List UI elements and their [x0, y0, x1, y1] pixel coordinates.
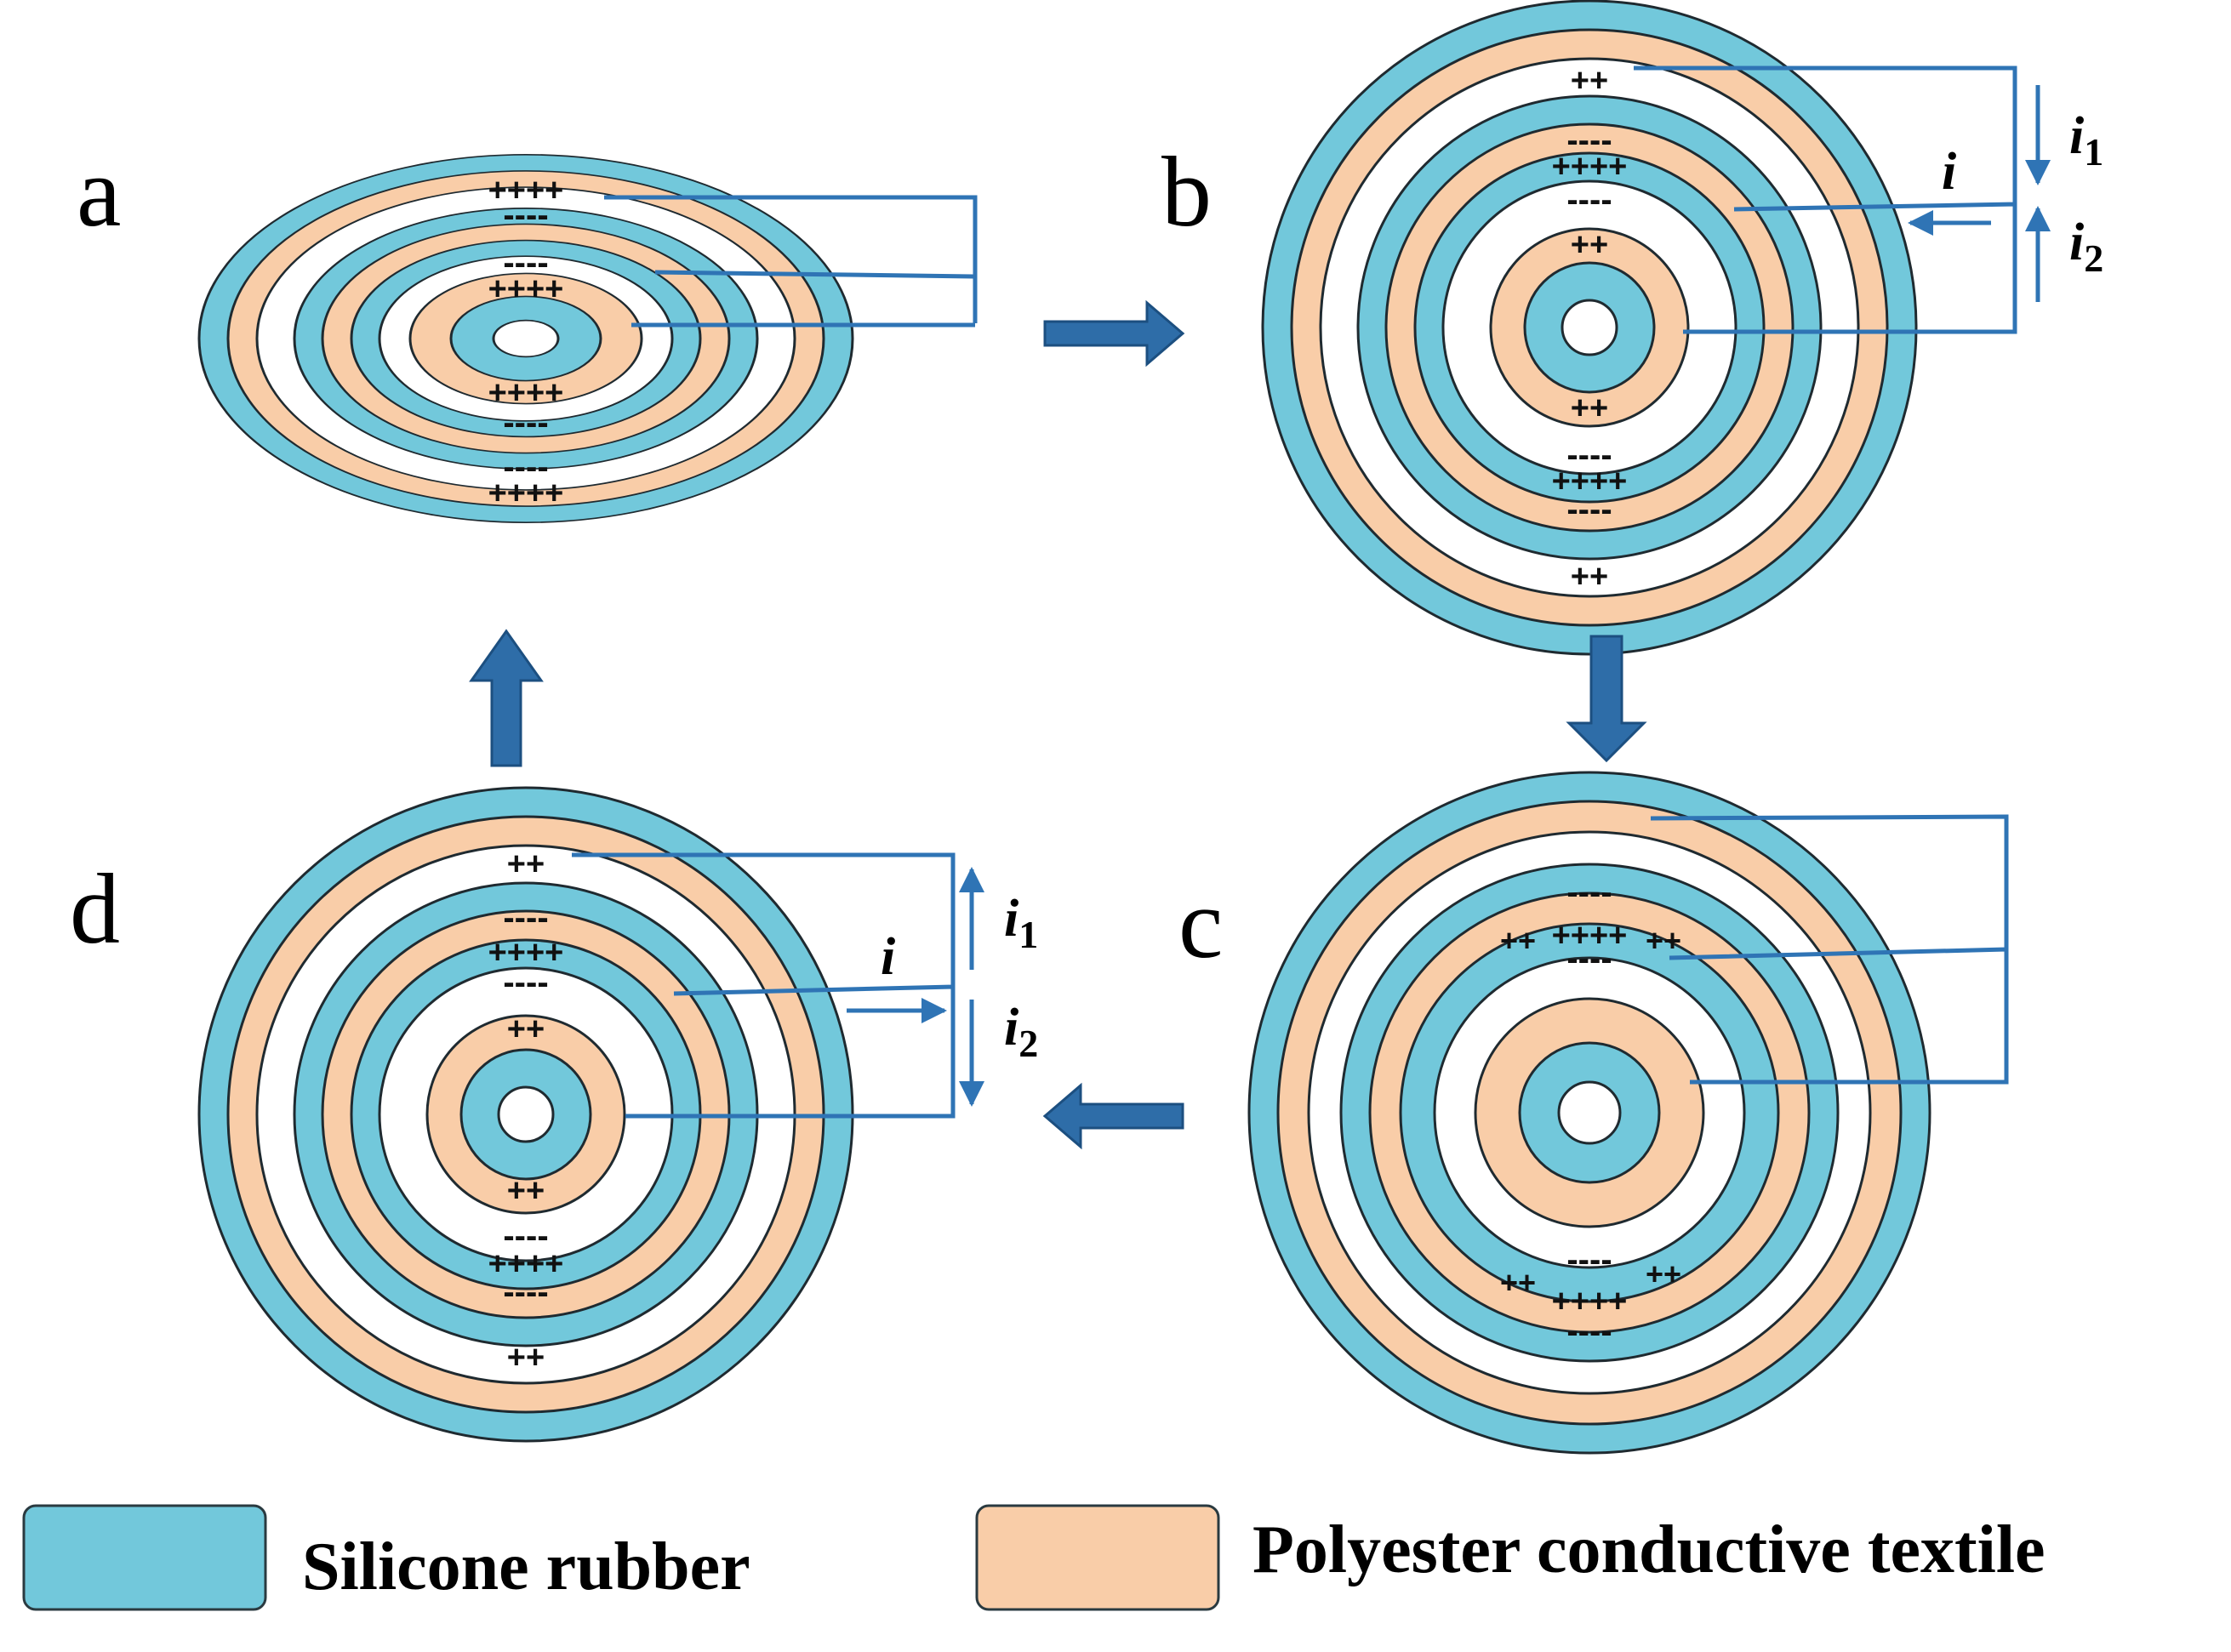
panel-b-current-i: i [1942, 143, 1956, 201]
charge-label: ++++ [1552, 464, 1628, 499]
panel-d-current-i2: i2 [1004, 999, 1038, 1065]
charge-label: ---- [503, 244, 548, 282]
charge-label: ++ [507, 1173, 545, 1209]
charge-label: ++ [1500, 1265, 1536, 1300]
panel-c-wires [1650, 814, 2009, 1085]
charge-label: ++ [1571, 390, 1608, 426]
charge-label: ++++ [488, 476, 564, 511]
charge-label: ++++ [488, 935, 564, 971]
panel-a-wires [604, 195, 978, 328]
charge-label: ---- [503, 1273, 548, 1311]
panel-a-rings [197, 153, 854, 524]
legend-silicone-swatch [22, 1504, 267, 1611]
charge-label: ++ [1646, 923, 1681, 958]
charge-label: ++ [1571, 63, 1608, 99]
legend-silicone-label: Silicone rubber [302, 1530, 750, 1604]
arrow-c-to-d [1042, 1082, 1184, 1150]
panel-d: d i i1 i2 ++ ---- ++++ ---- ++ ++ ---- +… [70, 786, 1038, 1443]
arrow-b-to-c [1566, 635, 1647, 763]
panel-b-wires [1634, 66, 2017, 334]
charge-label: ++++ [1552, 149, 1628, 185]
charge-label: ++ [507, 1340, 545, 1376]
charge-label: ---- [1566, 874, 1612, 911]
panel-b-rings [1261, 0, 1918, 656]
arrow-d-to-a [469, 629, 544, 767]
legend: Silicone rubber Polyester conductive tex… [22, 1504, 2046, 1611]
charge-label: ++++ [488, 375, 564, 411]
charge-label: ---- [1566, 1313, 1612, 1350]
panel-b-current-i2: i2 [2069, 214, 2103, 280]
charge-label: ---- [503, 197, 548, 234]
charge-label: ---- [503, 1217, 548, 1255]
legend-textile-swatch [975, 1504, 1220, 1611]
charge-label: ---- [503, 404, 548, 441]
panel-c: c ---- ++++ ++ ++ ---- ---- ++++ ++ ++ -… [1178, 771, 2009, 1455]
charge-label: ++ [1646, 1256, 1681, 1291]
panel-a-label: a [77, 136, 121, 248]
charge-label: ++++ [1552, 1284, 1628, 1319]
arrow-a-to-b [1043, 299, 1185, 367]
legend-textile-label: Polyester conductive textile [1252, 1512, 2046, 1587]
panel-d-wires [572, 852, 956, 1119]
charge-label: ---- [1566, 1241, 1612, 1279]
charge-label: ++ [1571, 227, 1608, 263]
panel-b: b i i1 i2 ++ ---- ++++ ---- ++ ++ ---- +… [1161, 0, 2103, 656]
panel-d-label: d [70, 853, 120, 965]
charge-label: ---- [503, 448, 548, 486]
charge-label: ---- [503, 964, 548, 1001]
charge-label: ---- [1566, 436, 1612, 474]
charge-label: ++ [507, 846, 545, 882]
charge-label: ---- [1566, 122, 1612, 159]
panel-a: a ++++ ---- ---- ++++ ++++ ---- ---- +++… [77, 136, 978, 524]
charge-label: ---- [1566, 491, 1612, 528]
charge-label: ++++ [488, 271, 564, 307]
charge-label: ---- [1566, 940, 1612, 977]
charge-label: ---- [1566, 181, 1612, 219]
charge-label: ++++ [1552, 918, 1628, 954]
panel-b-label: b [1161, 136, 1212, 248]
panel-d-current-i: i [881, 928, 895, 986]
charge-label: ++++ [488, 1246, 564, 1282]
panel-d-rings [197, 786, 854, 1443]
charge-label: ++++ [488, 173, 564, 208]
panel-d-current-i1: i1 [1004, 890, 1038, 956]
charge-label: ---- [503, 899, 548, 937]
panel-b-current-i1: i1 [2069, 107, 2103, 174]
charge-label: ++ [1500, 923, 1536, 958]
charge-label: ++ [507, 1011, 545, 1047]
panel-c-label: c [1178, 868, 1223, 979]
charge-label: ++ [1571, 559, 1608, 595]
